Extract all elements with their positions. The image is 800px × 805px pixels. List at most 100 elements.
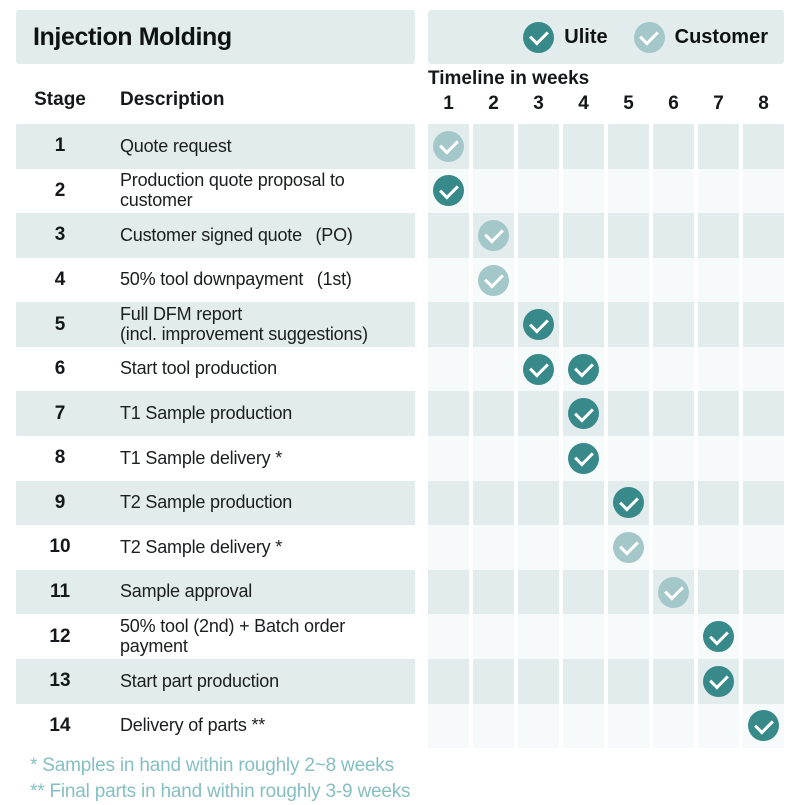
- week-cell-4: [563, 302, 604, 347]
- week-cell-1: [428, 703, 469, 749]
- stage-number: 13: [49, 670, 71, 692]
- week-cell-6: [653, 257, 694, 303]
- week-cell-3: [518, 213, 559, 258]
- week-cell-5: [608, 257, 649, 303]
- stage-number: 2: [54, 179, 66, 201]
- week-header-7: 7: [713, 93, 724, 114]
- week-cell-1: [428, 302, 469, 347]
- footnote-final-parts: ** Final parts in hand within roughly 3-…: [30, 781, 411, 802]
- week-cell-1: [428, 346, 469, 392]
- stage-number: 8: [54, 447, 66, 469]
- row-description: T1 Sample delivery *: [120, 447, 283, 468]
- week-cell-7: [698, 257, 739, 303]
- week-cell-6: [653, 436, 694, 481]
- table-row: 4 50% tool downpayment (1st): [16, 257, 784, 303]
- row-description: T2 Sample delivery *: [120, 536, 283, 557]
- week-cell-8: [743, 257, 784, 303]
- timeline-cells: [428, 703, 784, 749]
- timeline-cells: [428, 525, 784, 570]
- row-left: 4 50% tool downpayment (1st): [16, 257, 415, 303]
- timeline-cells: [428, 480, 784, 526]
- week-cell-1: [428, 391, 469, 437]
- week-cell-2: [473, 658, 514, 704]
- week-cell-2: [473, 124, 514, 169]
- week-cell-4: [563, 703, 604, 749]
- ulite-check-icon: [568, 398, 599, 430]
- week-cell-5: [608, 480, 649, 526]
- week-cell-2: [473, 480, 514, 526]
- ulite-check-icon: [523, 353, 554, 385]
- column-header-stage: Stage: [34, 89, 86, 110]
- week-cell-1: [428, 124, 469, 169]
- row-description: Full DFM report (incl. improvement sugge…: [120, 304, 368, 344]
- page-title: Injection Molding: [33, 22, 232, 51]
- week-cell-1: [428, 614, 469, 659]
- column-header-description: Description: [120, 89, 225, 110]
- week-cell-4: [563, 257, 604, 303]
- week-cell-4: [563, 168, 604, 214]
- week-cell-1: [428, 569, 469, 615]
- legend-label-customer: Customer: [674, 25, 768, 48]
- header-title-block: Injection Molding: [16, 10, 415, 64]
- timeline-cells: [428, 614, 784, 659]
- footnotes: * Samples in hand within roughly 2~8 wee…: [16, 753, 784, 805]
- week-cell-1: [428, 658, 469, 704]
- ulite-check-icon: [433, 175, 464, 207]
- week-cell-3: [518, 436, 559, 481]
- stage-number: 4: [54, 269, 66, 291]
- ulite-check-icon: [703, 665, 734, 697]
- week-cell-7: [698, 480, 739, 526]
- week-cell-2: [473, 257, 514, 303]
- week-cell-3: [518, 614, 559, 659]
- week-cell-5: [608, 302, 649, 347]
- week-cell-6: [653, 658, 694, 704]
- week-cell-6: [653, 168, 694, 214]
- customer-check-icon: [613, 531, 644, 563]
- week-cell-7: [698, 213, 739, 258]
- row-description: 50% tool downpayment (1st): [120, 269, 352, 290]
- week-cell-8: [743, 703, 784, 749]
- week-cell-8: [743, 614, 784, 659]
- timeline-cells: [428, 346, 784, 392]
- week-cell-3: [518, 257, 559, 303]
- week-cell-1: [428, 525, 469, 570]
- week-cell-3: [518, 391, 559, 437]
- week-cell-2: [473, 436, 514, 481]
- stage-number: 7: [54, 402, 66, 424]
- week-cell-5: [608, 346, 649, 392]
- timeline-cells: [428, 658, 784, 704]
- week-cell-4: [563, 525, 604, 570]
- week-cell-6: [653, 302, 694, 347]
- week-cell-7: [698, 614, 739, 659]
- week-cell-6: [653, 124, 694, 169]
- week-cell-1: [428, 257, 469, 303]
- timeline-cells: [428, 168, 784, 214]
- stage-number: 14: [49, 714, 71, 736]
- week-cell-8: [743, 391, 784, 437]
- week-cell-1: [428, 168, 469, 214]
- week-cell-1: [428, 480, 469, 526]
- row-description: Sample approval: [120, 581, 253, 602]
- week-cell-3: [518, 346, 559, 392]
- week-cell-2: [473, 302, 514, 347]
- week-cell-6: [653, 391, 694, 437]
- stage-number: 1: [54, 135, 66, 157]
- stage-number: 9: [54, 491, 66, 513]
- week-cell-2: [473, 703, 514, 749]
- week-cell-8: [743, 436, 784, 481]
- week-header-4: 4: [578, 93, 589, 114]
